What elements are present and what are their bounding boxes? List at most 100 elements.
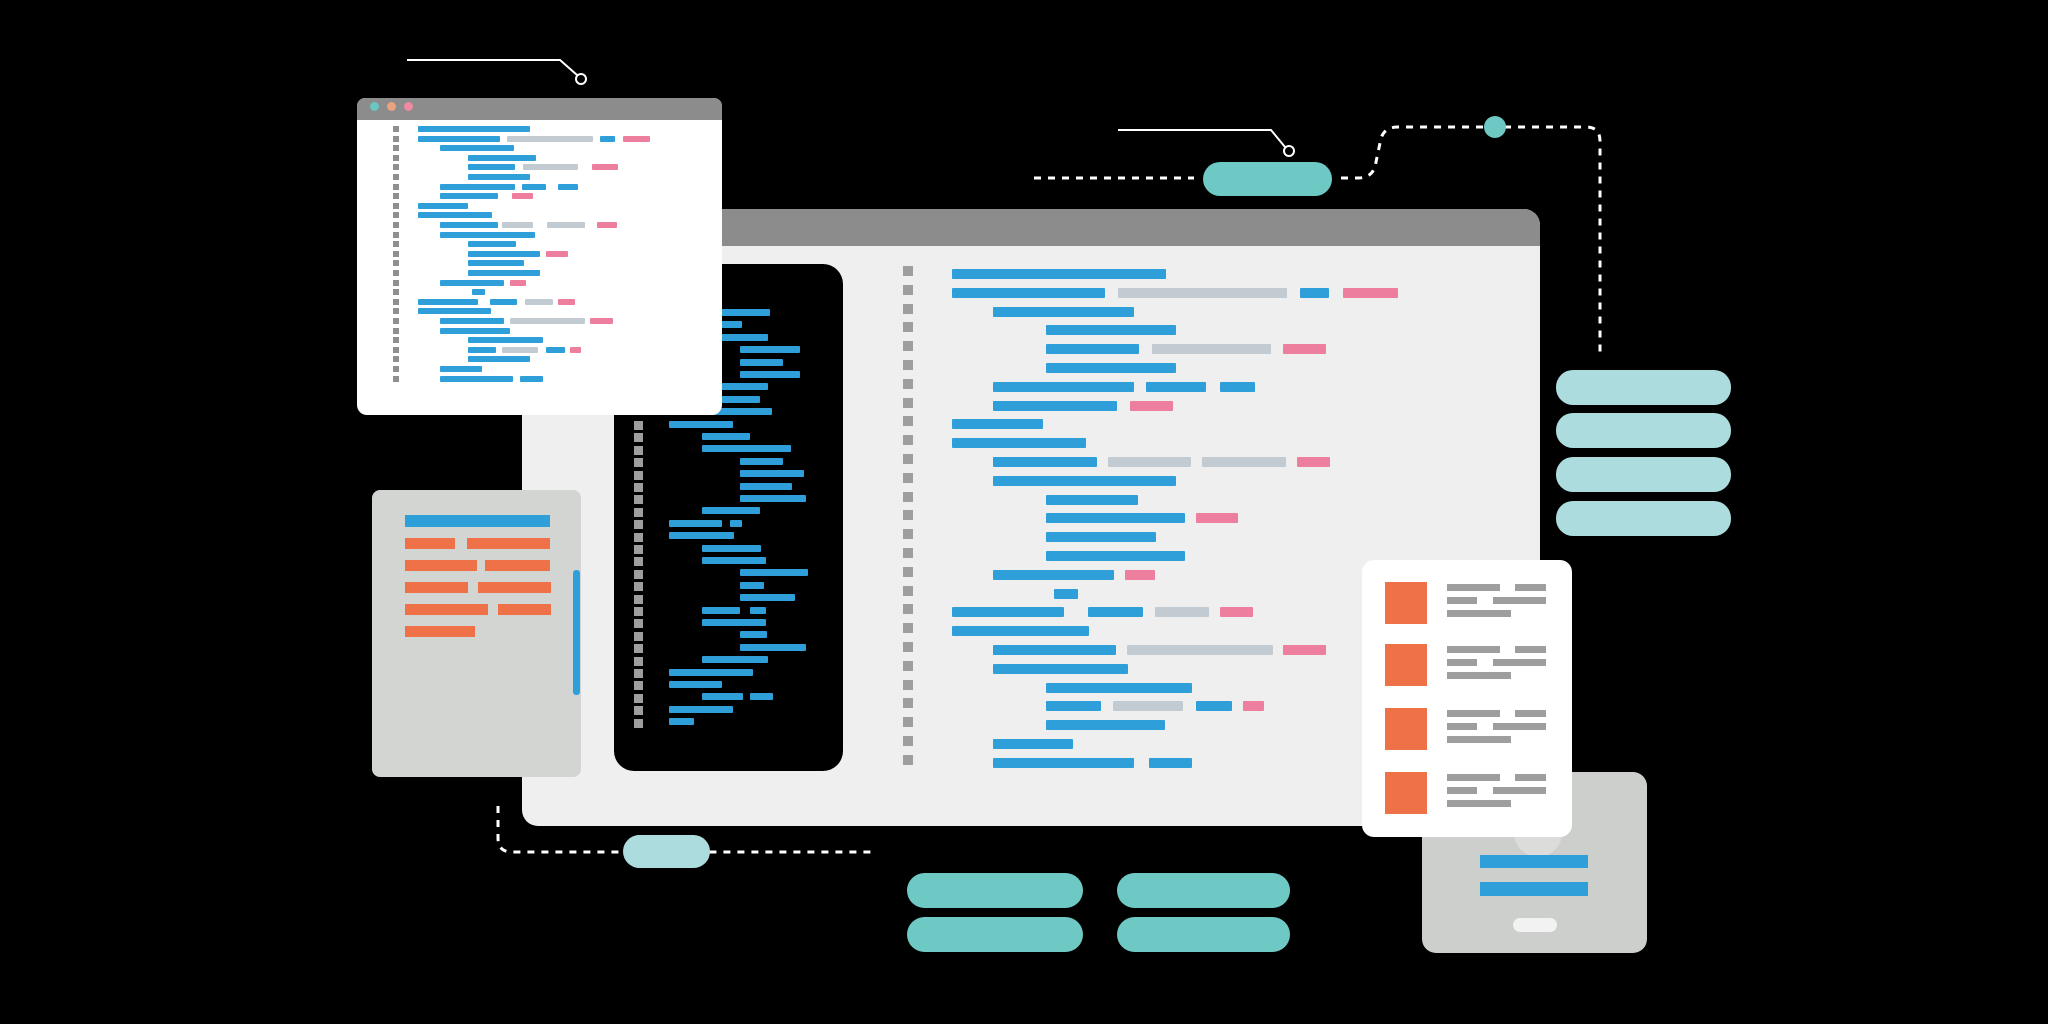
- document-text-bar: [405, 582, 468, 593]
- code-line: [702, 656, 768, 664]
- gutter-line-marker: [393, 231, 399, 238]
- code-token-bar: [558, 183, 578, 190]
- gutter-line-marker: [393, 126, 399, 132]
- code-token-bar: [669, 681, 722, 688]
- code-line: [740, 643, 806, 651]
- code-token-bar: [702, 544, 761, 552]
- checklist-text-bar: [1515, 646, 1546, 653]
- code-token-bar: [1127, 645, 1273, 655]
- code-token-bar: [1108, 457, 1191, 467]
- code-line: [440, 366, 482, 372]
- code-line: [740, 457, 783, 465]
- code-line: [702, 619, 766, 626]
- device-card-home-pill[interactable]: [1513, 918, 1557, 932]
- window-minimize-button[interactable]: [387, 102, 396, 111]
- window-close-button[interactable]: [370, 102, 379, 111]
- teal-button-pill[interactable]: [1117, 917, 1290, 952]
- gutter-line-marker: [634, 656, 643, 666]
- code-token-bar: [570, 346, 581, 353]
- window-maximize-button[interactable]: [404, 102, 413, 111]
- code-line: [702, 383, 768, 391]
- gutter-line-marker: [903, 435, 913, 446]
- code-line: [440, 222, 617, 228]
- gutter-line-marker: [393, 183, 399, 190]
- code-token-bar: [740, 594, 795, 602]
- database-stack-disc: [1556, 501, 1731, 536]
- code-token-bar: [1297, 457, 1330, 467]
- teal-button-pill[interactable]: [907, 873, 1083, 908]
- document-text-bar: [478, 582, 551, 593]
- code-token-bar: [440, 183, 515, 190]
- checklist-checkbox[interactable]: [1385, 708, 1427, 750]
- gutter-line-marker: [903, 360, 913, 370]
- code-line: [740, 581, 764, 589]
- code-line: [468, 241, 516, 248]
- code-line: [702, 333, 768, 341]
- code-line: [1046, 532, 1156, 543]
- code-line: [993, 757, 1192, 768]
- gutter-line-marker: [393, 154, 399, 161]
- gutter-line-marker: [634, 445, 643, 455]
- gutter-line-marker: [903, 604, 913, 615]
- gutter-line-marker: [903, 266, 913, 276]
- gutter-line-marker: [393, 366, 399, 372]
- code-token-bar: [522, 183, 546, 190]
- dotted-connector-line: [1341, 125, 1602, 356]
- code-token-bar: [510, 279, 526, 286]
- top-teal-pill-button[interactable]: [1203, 162, 1332, 196]
- gutter-line-marker: [903, 303, 913, 314]
- teal-button-pill[interactable]: [1117, 873, 1290, 908]
- checklist-checkbox[interactable]: [1385, 582, 1427, 624]
- code-line: [468, 356, 530, 363]
- gutter-line-marker: [393, 193, 399, 200]
- gutter-line-marker: [393, 327, 399, 334]
- code-token-bar: [510, 318, 585, 324]
- code-token-bar: [558, 298, 575, 305]
- code-line: [993, 400, 1173, 411]
- code-token-bar: [468, 270, 540, 276]
- code-line: [440, 327, 510, 334]
- code-line: [952, 287, 1398, 298]
- gutter-line-marker: [634, 557, 643, 567]
- gutter-line-marker: [393, 260, 399, 267]
- code-token-bar: [1220, 607, 1253, 618]
- code-line: [740, 358, 783, 366]
- document-scrollbar[interactable]: [573, 570, 580, 695]
- gutter-line-marker: [393, 135, 399, 142]
- code-token-bar: [592, 164, 618, 171]
- connector-node-circle: [1484, 116, 1506, 138]
- small-editor-titlebar[interactable]: [357, 98, 722, 120]
- gutter-line-marker: [634, 433, 643, 443]
- code-token-bar: [440, 279, 504, 286]
- checklist-checkbox[interactable]: [1385, 644, 1427, 686]
- code-token-bar: [440, 231, 535, 238]
- code-token-bar: [702, 321, 742, 329]
- code-line: [440, 193, 533, 200]
- checklist-checkbox[interactable]: [1385, 772, 1427, 814]
- code-token-bar: [669, 420, 733, 428]
- code-line: [952, 607, 1253, 618]
- code-token-bar: [952, 607, 1064, 618]
- code-token-bar: [993, 457, 1097, 467]
- code-line: [740, 371, 800, 378]
- gutter-line-marker: [393, 164, 399, 171]
- checklist-text-bar: [1493, 659, 1546, 666]
- gutter-line-marker: [393, 212, 399, 219]
- document-text-bar: [485, 560, 550, 571]
- code-token-bar: [952, 626, 1089, 637]
- small-pale-pill-button[interactable]: [623, 835, 710, 868]
- code-token-bar: [468, 260, 524, 267]
- code-token-bar: [1300, 287, 1329, 298]
- code-line: [418, 212, 492, 219]
- gutter-line-marker: [903, 548, 913, 558]
- code-line: [952, 419, 1043, 430]
- code-token-bar: [623, 135, 650, 142]
- code-token-bar: [669, 705, 733, 713]
- teal-button-pill[interactable]: [907, 917, 1083, 952]
- code-line: [440, 375, 543, 382]
- gutter-line-marker: [393, 375, 399, 382]
- code-line: [669, 668, 753, 676]
- gutter-line-marker: [903, 566, 913, 577]
- gutter-line-marker: [393, 289, 399, 296]
- code-token-bar: [993, 475, 1176, 486]
